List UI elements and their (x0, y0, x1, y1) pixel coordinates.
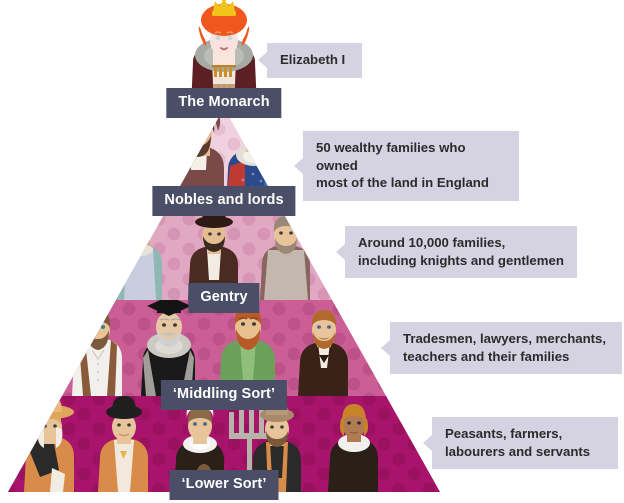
callout-lower[interactable]: Peasants, farmers, labourers and servant… (423, 417, 618, 470)
callout-monarch[interactable]: Elizabeth I (258, 43, 362, 78)
callout-nobles[interactable]: 50 wealthy families who owned most of th… (294, 131, 519, 201)
tier-plaque-lower[interactable]: ‘Lower Sort’ (169, 470, 279, 500)
callout-middling[interactable]: Tradesmen, lawyers, merchants, teachers … (381, 322, 622, 375)
tier-plaque-middling-label: ‘Middling Sort’ (172, 386, 276, 402)
tier-plaque-monarch[interactable]: The Monarch (166, 88, 282, 118)
callout-gentry[interactable]: Around 10,000 families, including knight… (336, 226, 577, 279)
tier-plaque-nobles[interactable]: Nobles and lords (152, 186, 296, 216)
tier-plaque-lower-label: ‘Lower Sort’ (181, 476, 267, 492)
tier-plaque-gentry-label: Gentry (200, 289, 248, 305)
crown-icon-top (212, 0, 236, 16)
tier-plaque-gentry[interactable]: Gentry (188, 283, 260, 313)
tier-plaque-monarch-label: The Monarch (178, 94, 270, 110)
tier-plaque-nobles-label: Nobles and lords (164, 192, 284, 208)
tier-plaque-middling[interactable]: ‘Middling Sort’ (160, 380, 288, 410)
